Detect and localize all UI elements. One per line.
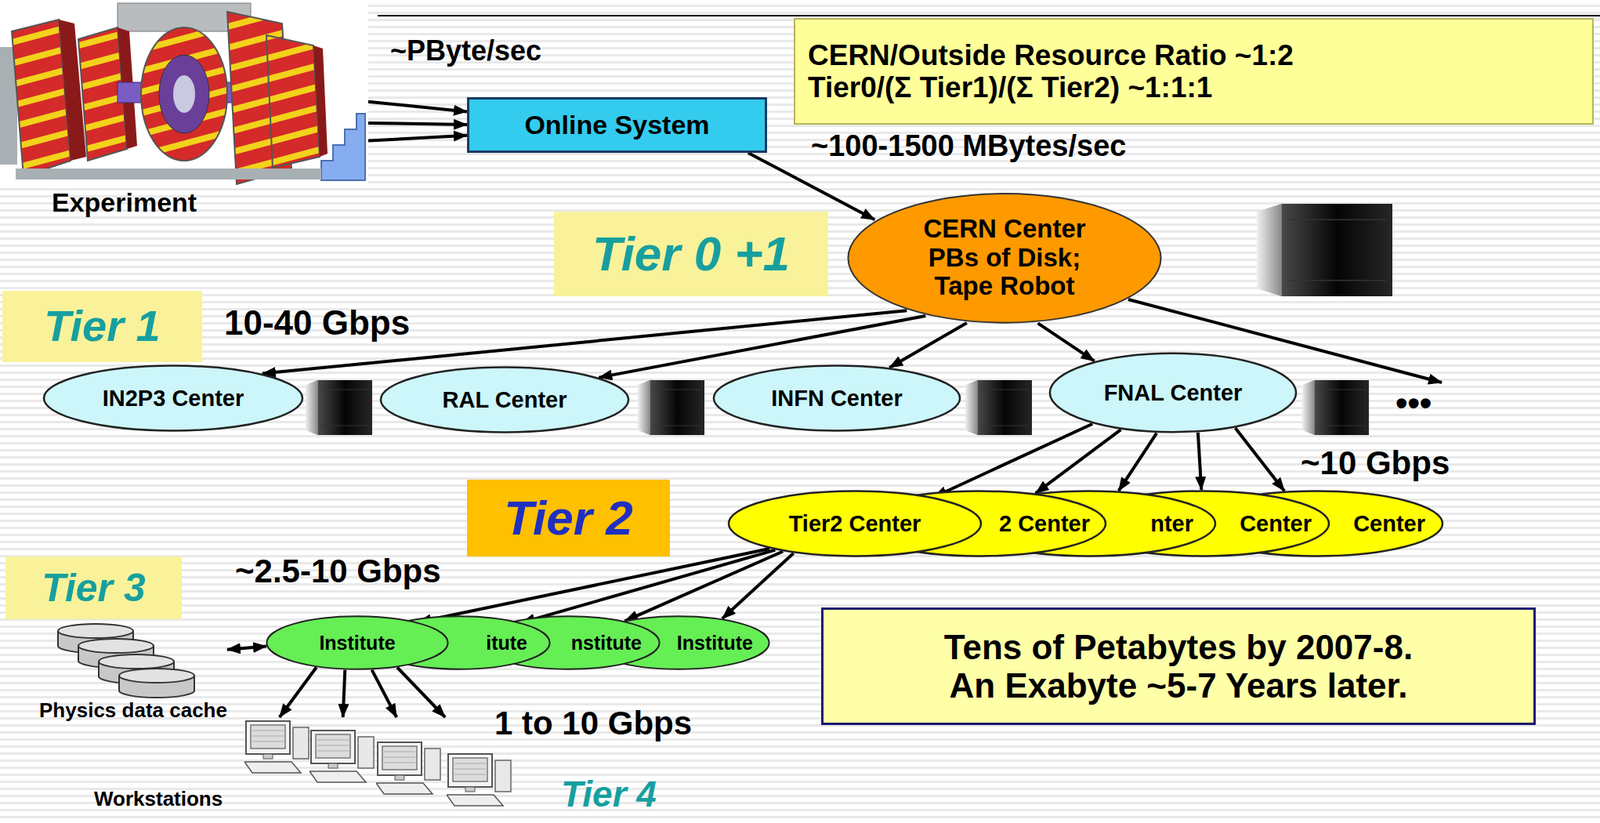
workstations-group: Workstations	[70, 716, 557, 815]
link-arrow	[1235, 427, 1286, 491]
rate-label: ~PByte/sec	[390, 35, 542, 67]
node-text: CERN/Outside Resource Ratio ~1:2	[807, 39, 1294, 72]
detector-illustration	[0, 0, 369, 189]
link-arrow	[368, 123, 467, 125]
rate-label: ~10 Gbps	[1300, 445, 1450, 482]
rate-label: ~100-1500 MBytes/sec	[810, 130, 1126, 163]
link-arrow	[1035, 429, 1122, 493]
node-text: Tier2 Center	[789, 510, 922, 536]
node-text: IN2P3 Center	[102, 385, 245, 411]
node-text: Institute	[318, 631, 395, 654]
link-arrow	[418, 548, 771, 623]
rate-label: 1 to 10 Gbps	[494, 705, 692, 742]
node-text: Center	[1353, 510, 1426, 536]
node-text: Tens of Petabytes by 2007-8. An Exabyte …	[927, 627, 1430, 706]
link-arrow	[372, 669, 398, 717]
title-rule	[377, 14, 1600, 17]
center-ellipse: FNAL Center	[1048, 351, 1298, 434]
link-arrow	[722, 553, 794, 620]
center-ellipse: Tier2 Center	[727, 489, 983, 558]
server-icon	[637, 380, 705, 435]
node-text: Center	[1239, 510, 1312, 536]
link-arrow	[1118, 433, 1158, 492]
link-arrow	[1198, 432, 1202, 490]
rate-label: ~2.5-10 Gbps	[235, 553, 442, 590]
link-arrow	[368, 101, 467, 113]
center-ellipse: IN2P3 Center	[42, 364, 305, 432]
node-text: nstitute	[571, 631, 642, 654]
node-text: Experiment	[51, 187, 197, 218]
node-text: Workstations	[94, 787, 223, 811]
server-icon	[305, 380, 373, 435]
tier-tag: Tier 1	[2, 290, 203, 362]
center-ellipse: RAL Center	[379, 365, 630, 434]
tier-tag: Tier 2	[466, 479, 670, 557]
node-text: 2 Center	[999, 510, 1090, 536]
node-text: Online System	[524, 109, 710, 140]
node-text: Tier 0 +1	[592, 226, 790, 281]
node-text: Physics data cache	[39, 698, 228, 722]
data-cache: Physics data cache	[39, 620, 228, 725]
link-arrow	[343, 669, 346, 717]
center-ellipse: INFN Center	[712, 364, 962, 432]
node-text: CERN Center PBs of Disk; Tape Robot	[914, 214, 1095, 302]
institute-ellipse: Institute	[265, 615, 449, 670]
disk-stack	[57, 623, 195, 698]
tier-tag: Tier 4	[561, 774, 657, 815]
tier-tag: Tier 3	[5, 556, 182, 620]
server-icon	[1302, 380, 1369, 435]
node-text: Tier 3	[41, 565, 146, 610]
tier-tag: Tier 0 +1	[553, 211, 829, 297]
link-arrow	[279, 666, 317, 717]
workstation-icons	[244, 720, 511, 806]
node-text: Tier 1	[43, 301, 160, 352]
node-text: Tier 2	[503, 490, 633, 545]
process-box: Online System	[466, 97, 768, 153]
server-icon	[965, 380, 1032, 435]
server-icon	[1256, 203, 1393, 297]
link-arrow	[889, 322, 967, 368]
note-box: CERN/Outside Resource Ratio ~1:2Tier0/(Σ…	[793, 18, 1594, 125]
link-arrow	[227, 646, 267, 650]
rate-label: 10-40 Gbps	[224, 304, 410, 342]
node-text: FNAL Center	[1104, 380, 1243, 406]
link-arrow	[1038, 322, 1095, 361]
link-arrow	[933, 423, 1094, 498]
link-arrow	[368, 135, 467, 142]
experiment-figure: Experiment	[0, 0, 369, 224]
note-box: Tens of Petabytes by 2007-8. An Exabyte …	[821, 607, 1536, 725]
node-text: Institute	[676, 631, 753, 654]
node-text: Tier0/(Σ Tier1)/(Σ Tier2) ~1:1:1	[807, 71, 1213, 104]
ellipsis-mark: •••	[1395, 383, 1432, 422]
node-text: INFN Center	[771, 385, 903, 411]
center-ellipse: CERN Center PBs of Disk; Tape Robot	[846, 191, 1163, 326]
link-arrow	[397, 667, 446, 718]
link-arrow	[748, 152, 876, 220]
node-text: itute	[485, 631, 528, 654]
node-text: RAL Center	[442, 387, 568, 413]
node-text: nter	[1150, 510, 1194, 536]
